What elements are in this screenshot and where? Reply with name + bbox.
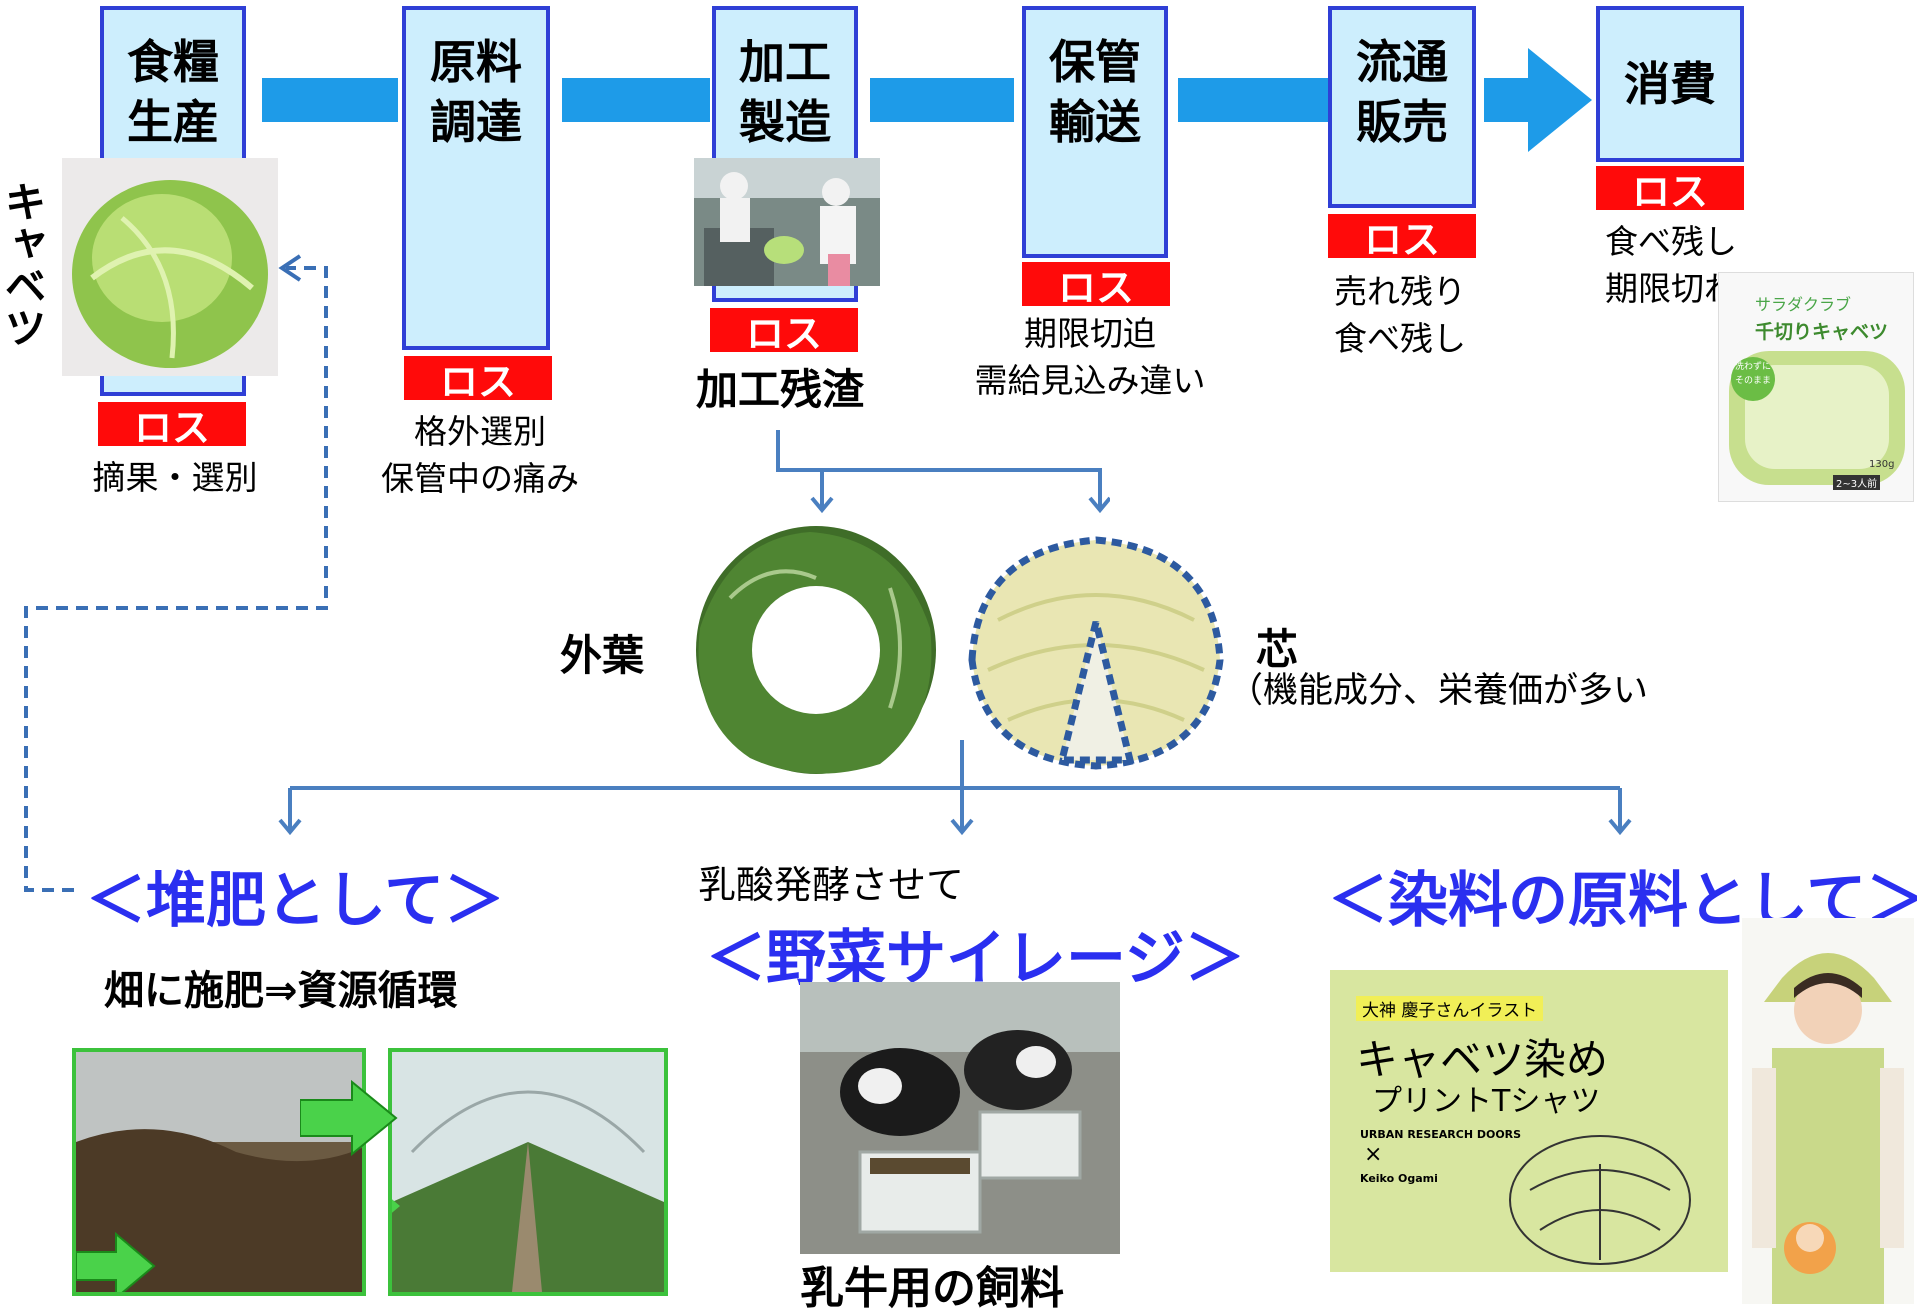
compost-caption: 畑に施肥⇒資源循環 xyxy=(104,968,458,1014)
silage-caption: 乳牛用の飼料 xyxy=(800,1263,1064,1314)
loss-badge: ロス xyxy=(404,356,552,404)
ad-line-illustrator: 大神 慶子さんイラスト xyxy=(1356,996,1544,1021)
package-brand: サラダクラブ xyxy=(1755,295,1852,314)
cabbage-photo xyxy=(62,158,278,376)
stage-storage-transport: 保管 輸送 xyxy=(1022,6,1168,258)
stage-distribution: 流通 販売 xyxy=(1328,6,1476,208)
package-badge: 洗わずに そのまま xyxy=(1731,357,1775,401)
loss-note: 格外選別 保管中の痛み xyxy=(381,412,579,498)
loss-badge: ロス xyxy=(1328,214,1476,262)
flow-connector-4 xyxy=(1178,78,1328,122)
tshirt-ad: 大神 慶子さんイラスト キャベツ染め プリントTシャツ URBAN RESEAR… xyxy=(1330,970,1728,1272)
stage-consumption: 消費 xyxy=(1596,6,1744,162)
stage-label: 原料 調達 xyxy=(430,35,522,149)
salad-product-package: サラダクラブ 千切りキャベツ 洗わずに そのまま 130g 2~3人前 xyxy=(1718,272,1914,502)
greenhouse-photo xyxy=(388,1048,668,1296)
loss-badge: ロス xyxy=(1596,166,1744,214)
stage-label: 保管 輸送 xyxy=(1049,35,1141,149)
stage-raw-material: 原料 調達 xyxy=(402,6,550,350)
compost-pile-photo xyxy=(72,1048,366,1296)
flow-arrow-head xyxy=(1484,48,1592,152)
cabbage-line-drawing xyxy=(1509,1135,1691,1265)
package-size: 2~3人前 xyxy=(1833,475,1881,490)
compost-flow-arrow xyxy=(300,1079,398,1157)
stage-label: 流通 販売 xyxy=(1356,35,1448,149)
flow-connector-1 xyxy=(262,78,398,122)
factory-photo xyxy=(694,158,880,286)
package-weight: 130g xyxy=(1869,459,1895,470)
stage-label: 加工 製造 xyxy=(739,35,831,149)
compost-return-path xyxy=(24,254,328,892)
ad-line-cross: × xyxy=(1364,1142,1383,1167)
core-label: 芯 xyxy=(1256,625,1299,674)
person-apron-photo xyxy=(1742,918,1914,1304)
core-note: （機能成分、栄養価が多い xyxy=(1228,671,1649,711)
dairy-cow-photo xyxy=(800,982,1120,1254)
residue-split-arrows xyxy=(776,430,1110,514)
loss-badge: ロス xyxy=(98,402,246,450)
ad-line-product: プリントTシャツ xyxy=(1372,1084,1601,1119)
loss-note: 食べ残し 期限切れ xyxy=(1605,222,1737,308)
loss-badge: ロス xyxy=(1022,262,1170,310)
ad-line-shop: URBAN RESEARCH DOORS xyxy=(1360,1128,1522,1141)
outer-leaf-photo xyxy=(690,518,942,780)
ad-line-title: キャベツ染め xyxy=(1356,1035,1609,1084)
flow-connector-3 xyxy=(870,78,1014,122)
stage-label: 消費 xyxy=(1624,57,1716,111)
stage-label: 食糧 生産 xyxy=(127,35,219,149)
loss-note-residue: 加工残渣 xyxy=(695,365,864,414)
loss-note: 期限切迫 需給見込み違い xyxy=(974,314,1206,400)
compost-heading: ＜堆肥として＞ xyxy=(86,866,505,936)
uses-distribution-arrows xyxy=(278,740,1632,836)
cabbage-vertical-label: キャベツ xyxy=(0,180,47,348)
flow-connector-2 xyxy=(562,78,710,122)
loss-note: 摘果・選別 xyxy=(92,458,258,497)
package-name: 千切りキャベツ xyxy=(1755,321,1889,343)
silage-pretext: 乳酸発酵させて xyxy=(698,863,965,907)
loss-note: 売れ残り 食べ残し xyxy=(1334,272,1466,358)
loss-badge: ロス xyxy=(710,308,858,356)
ad-line-artist: Keiko Ogami xyxy=(1360,1172,1438,1185)
outer-leaf-label: 外葉 xyxy=(560,631,645,680)
cabbage-core-photo xyxy=(968,530,1224,770)
